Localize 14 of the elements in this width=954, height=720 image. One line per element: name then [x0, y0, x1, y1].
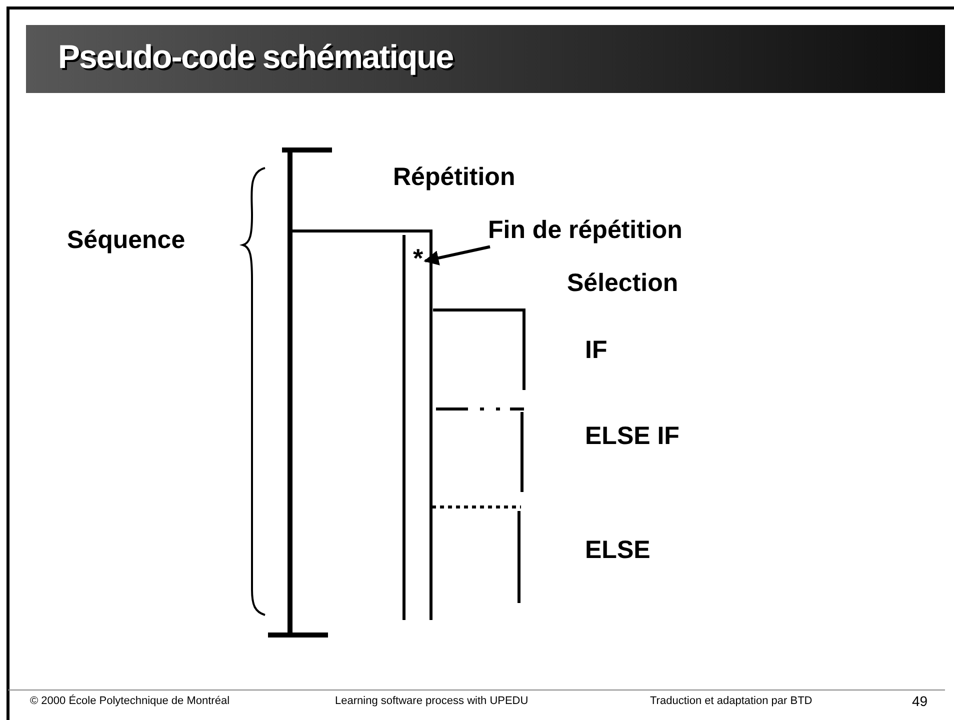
structure-label: Répétition [393, 163, 516, 192]
structure-label: Séquence [67, 226, 186, 255]
structure-label: Sélection [567, 269, 678, 298]
footer-text: © 2000 École Polytechnique de Montréal [30, 695, 230, 707]
leader-arrow [424, 245, 490, 266]
slide-title: Pseudo-code schématique [58, 38, 454, 76]
end-of-loop-marker: * [413, 244, 424, 274]
page-number: 49 [912, 693, 928, 709]
footer-text: Traduction et adaptation par BTD [650, 695, 812, 707]
structure-label: ELSE [585, 536, 650, 565]
callout-text: Fin de répétition [488, 216, 682, 245]
footer-text: Learning software process with UPEDU [335, 695, 528, 707]
structure-label: IF [585, 336, 608, 365]
structure-label: ELSE IF [585, 422, 680, 451]
